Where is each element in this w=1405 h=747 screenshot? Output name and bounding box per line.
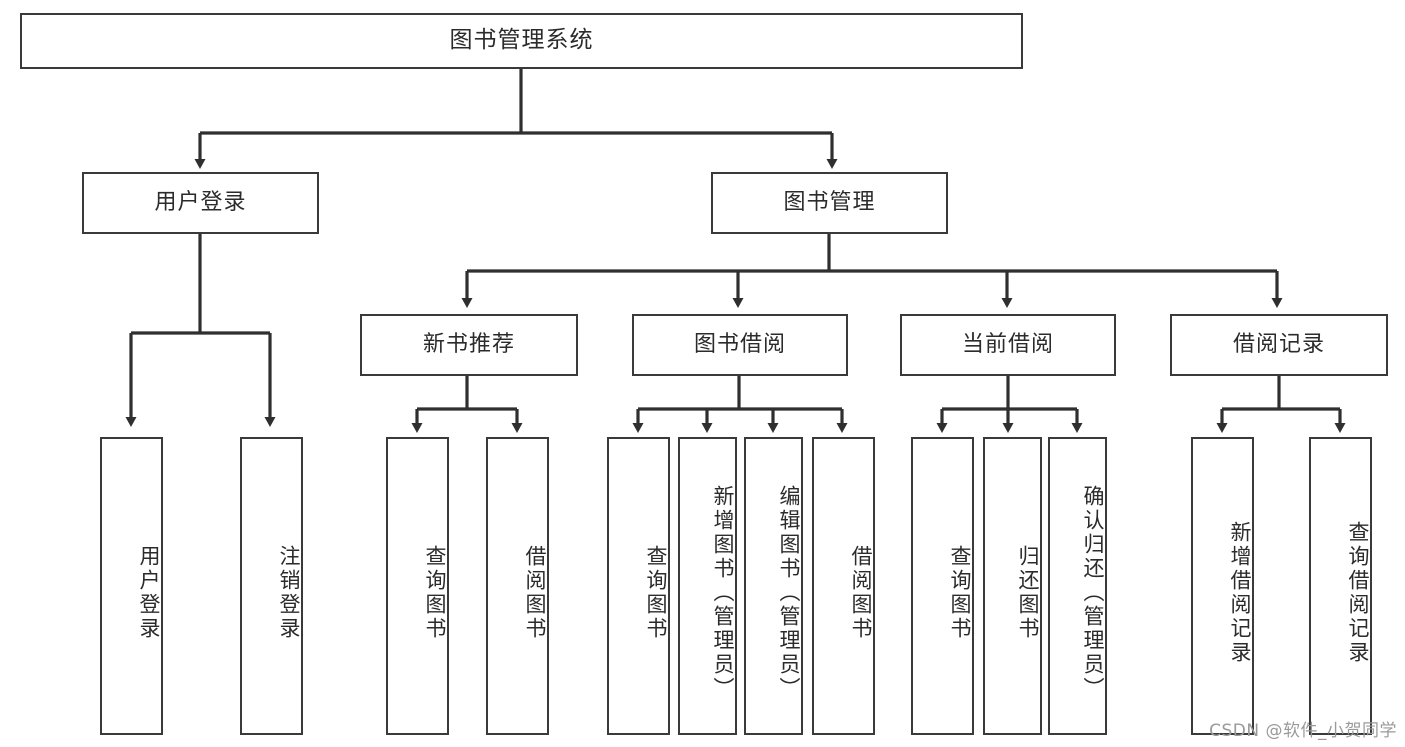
node-book-management[interactable]: 图书管理 bbox=[711, 172, 948, 234]
leaf-query-book-borrow[interactable]: 查询图书 bbox=[607, 437, 670, 735]
leaf-label: 注销登录 bbox=[277, 545, 301, 641]
node-user-login[interactable]: 用户登录 bbox=[82, 172, 319, 234]
leaf-query-borrow-record[interactable]: 查询借阅记录 bbox=[1309, 437, 1372, 735]
leaf-user-login[interactable]: 用户登录 bbox=[100, 437, 163, 735]
node-root-system[interactable]: 图书管理系统 bbox=[20, 13, 1023, 69]
leaf-query-book-recommend[interactable]: 查询图书 bbox=[386, 437, 449, 735]
leaf-add-book-admin[interactable]: 新增图书（管理员） bbox=[678, 437, 737, 735]
leaf-label: 新增图书（管理员） bbox=[711, 485, 735, 701]
leaf-logout[interactable]: 注销登录 bbox=[240, 437, 303, 735]
csdn-watermark: CSDN @软件_小贺同学 bbox=[1209, 721, 1397, 741]
leaf-query-book-current[interactable]: 查询图书 bbox=[911, 437, 974, 735]
leaf-label: 查询图书 bbox=[423, 545, 447, 641]
leaf-label: 归还图书 bbox=[1016, 545, 1040, 641]
node-current-borrow[interactable]: 当前借阅 bbox=[900, 314, 1116, 376]
leaf-label: 编辑图书（管理员） bbox=[777, 485, 801, 701]
leaf-edit-book-admin[interactable]: 编辑图书（管理员） bbox=[744, 437, 803, 735]
node-book-borrow[interactable]: 图书借阅 bbox=[632, 314, 848, 376]
node-borrow-record[interactable]: 借阅记录 bbox=[1170, 314, 1388, 376]
leaf-confirm-return-admin[interactable]: 确认归还（管理员） bbox=[1048, 437, 1107, 735]
leaf-label: 借阅图书 bbox=[523, 545, 547, 641]
leaf-label: 借阅图书 bbox=[849, 545, 873, 641]
leaf-label: 新增借阅记录 bbox=[1228, 521, 1252, 665]
leaf-label: 查询图书 bbox=[644, 545, 668, 641]
leaf-label: 确认归还（管理员） bbox=[1081, 485, 1105, 701]
leaf-label: 用户登录 bbox=[137, 545, 161, 641]
leaf-label: 查询图书 bbox=[948, 545, 972, 641]
node-new-book-recommend[interactable]: 新书推荐 bbox=[360, 314, 578, 376]
leaf-label: 查询借阅记录 bbox=[1346, 521, 1370, 665]
leaf-return-book[interactable]: 归还图书 bbox=[983, 437, 1042, 735]
leaf-borrow-book[interactable]: 借阅图书 bbox=[812, 437, 875, 735]
leaf-borrow-book-recommend[interactable]: 借阅图书 bbox=[486, 437, 549, 735]
leaf-add-borrow-record[interactable]: 新增借阅记录 bbox=[1191, 437, 1254, 735]
